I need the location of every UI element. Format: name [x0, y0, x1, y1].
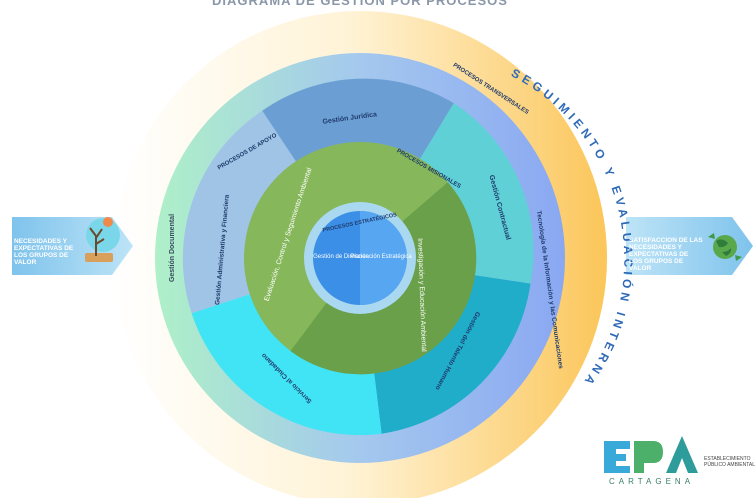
input-label: NECESIDADES Y EXPECTATIVAS DE LOS GRUPOS… — [14, 238, 74, 266]
globe-recycle-icon — [708, 233, 742, 261]
logo-city: CARTAGENA — [609, 477, 695, 486]
misional-header: PROCESOS MISIONALES — [395, 148, 461, 190]
label-investigacion-educacion: Investigación y Educación Ambiental — [416, 238, 427, 352]
label-talento-humano: Gestión del Talento Humano — [434, 310, 481, 391]
label-tic: Tecnología de la Información y las Comun… — [535, 210, 564, 369]
label-gestion-contractual: Gestión Contractual — [487, 174, 511, 240]
epa-logo — [604, 436, 698, 473]
outer-ring-label: SEGUIMIENTO Y EVALUACIÓN INTERNA — [509, 66, 635, 391]
output-label: SATISFACCION DE LAS NECESIDADES Y EXPECT… — [629, 237, 703, 272]
apoyo-header: PROCESOS DE APOYO — [217, 133, 278, 172]
output-arrow — [626, 217, 753, 275]
logo-subtitle: ESTABLECIMIENTO PÚBLICO AMBIENTAL — [704, 456, 756, 468]
core-right-half — [360, 211, 407, 305]
label-planeacion-estrategica: Planeación Estratégica — [350, 254, 412, 260]
estrategico-header: PROCESOS ESTRATÉGICOS — [322, 210, 398, 234]
tree-icon — [85, 217, 120, 262]
label-gestion-documental: Gestión Documental — [169, 214, 176, 282]
page-title: DIAGRAMA DE GESTIÓN POR PROCESOS — [212, 0, 508, 8]
label-gestion-direccion: Gestión de Dirección — [313, 254, 369, 260]
label-gestion-juridica: Gestión Jurídica — [322, 111, 377, 126]
label-evaluacion-control: Evaluación, Control y Seguimiento Ambien… — [264, 167, 314, 302]
label-administrativa-financiera: Gestión Administrativa y Financiera — [214, 194, 231, 305]
label-servicio-ciudadano: Servicio al Ciudadano — [260, 352, 313, 405]
